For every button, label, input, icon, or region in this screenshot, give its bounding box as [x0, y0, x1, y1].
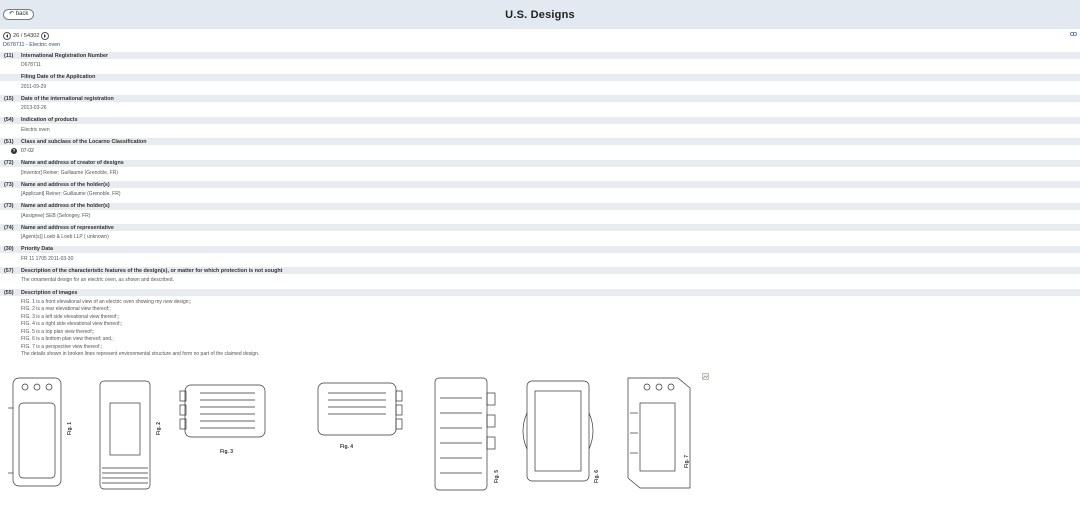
fig-4-label: Fig. 4: [340, 444, 353, 450]
image-description-line: FIG. 5 is a top plan view thereof;;: [21, 328, 95, 335]
field-code: (54): [4, 117, 14, 123]
field-label-bar: [0, 138, 1080, 145]
field-value: The ornamental design for an electric ov…: [21, 277, 174, 283]
page-title: U.S. Designs: [505, 9, 575, 21]
fig-6-drawing: [522, 380, 594, 482]
fig-3-drawing: [179, 384, 266, 438]
image-description-line: FIG. 1 is a front elevational view of an…: [21, 298, 192, 305]
field-label-bar: [0, 116, 1080, 124]
field-label: Name and address of the holder(s): [21, 203, 110, 209]
field-label-bar: [0, 289, 1080, 296]
link-icon[interactable]: [1070, 32, 1077, 36]
image-description-line: FIG. 3 is a left side elevational view t…: [21, 313, 120, 320]
field-label-bar: [0, 224, 1080, 231]
image-description-line: The details shown in broken lines repres…: [21, 351, 260, 357]
field-label: Filing Date of the Application: [21, 74, 96, 80]
field-row: (15) Date of the international registrat…: [0, 95, 1080, 117]
chevron-left-icon: [6, 33, 8, 38]
field-code: (73): [4, 181, 14, 188]
fig-1-label: Fig. 1: [67, 422, 73, 435]
field-label: Description of images: [21, 289, 78, 296]
field-code: (73): [4, 203, 14, 209]
prev-record-button[interactable]: [3, 31, 11, 40]
fig-7-drawing: [627, 377, 691, 489]
field-code: (15): [4, 95, 14, 102]
fig-5-label: Fig. 5: [494, 470, 500, 483]
field-row: (73) Name and address of the holder(s) […: [0, 181, 1080, 203]
field-value: 2011-09-29: [21, 83, 47, 90]
field-value: D678711: [21, 62, 41, 68]
field-label: Indication of products: [21, 117, 78, 123]
field-value: Electric oven: [21, 126, 50, 133]
image-description-line: FIG. 6 is a bottom plan view thereof; an…: [21, 336, 114, 342]
image-description-line: FIG. 2 is a rear elevational view thereo…: [21, 306, 111, 312]
back-button-label: back: [15, 11, 29, 17]
fig-6-label: Fig. 6: [594, 470, 600, 483]
field-label-bar: [0, 73, 1080, 81]
fields-list: (11) International Registration Number D…: [0, 52, 1080, 289]
field-value: 2013-03-26: [21, 105, 47, 111]
field-row: (11) International Registration Number D…: [0, 52, 1080, 74]
field-row: (57) Description of the characteristic f…: [0, 267, 1080, 289]
field-value: [Agent(s)] Loeb & Loeb LLP ( unknown): [21, 234, 109, 240]
fig-7-label: Fig. 7: [684, 455, 690, 468]
field-row: (30) Priority Data FR 11 1705 2011-03-30: [0, 245, 1080, 268]
field-code: (51): [4, 138, 14, 145]
field-label-bar: [0, 245, 1080, 253]
field-value: 07-02: [21, 148, 34, 154]
field-code: (11): [4, 52, 14, 59]
fig-5-drawing: [434, 377, 496, 491]
field-code: (72): [4, 160, 14, 166]
field-code: (55): [4, 289, 14, 296]
back-arrow-icon: ↶: [9, 11, 15, 17]
fig-1-drawing: [8, 377, 62, 487]
field-label-bar: [0, 202, 1080, 210]
field-label: Name and address of representative: [21, 224, 114, 231]
design-drawings: Fig. 1 Fig. 2 Fig. 3 Fig. 4 Fig. 5 Fig. …: [8, 377, 691, 491]
field-row: Filing Date of the Application 2011-09-2…: [0, 73, 1080, 96]
field-label: Priority Data: [21, 246, 54, 252]
record-position: 26 / 54302: [13, 32, 40, 39]
fig-4-drawing: [317, 382, 403, 436]
field-value: [Assignee] SEB (Selongey, FR): [21, 212, 91, 219]
field-row: (74) Name and address of representative …: [0, 224, 1080, 246]
record-navigation: 26 / 54302: [3, 31, 50, 40]
field-row: (72) Name and address of creator of desi…: [0, 159, 1080, 182]
page-header: ↶ back U.S. Designs: [0, 0, 1080, 29]
field-label: Description of the characteristic featur…: [21, 267, 283, 274]
field-label-bar: [0, 181, 1080, 188]
record-subtitle[interactable]: D678711 - Electric oven: [3, 42, 61, 48]
field-row: (51) Class and subclass of the Locarno C…: [0, 138, 1080, 160]
field-value: [Applicant] Reiner; Guillaume (Grenoble,…: [21, 191, 121, 197]
field-code: (57): [4, 267, 14, 274]
back-button[interactable]: ↶ back: [3, 9, 35, 20]
info-icon[interactable]: ?: [11, 147, 17, 154]
field-label-bar: [0, 95, 1080, 102]
fig-2-drawing: [99, 380, 151, 490]
field-label: Name and address of creator of designs: [21, 160, 124, 166]
field-row: (54) Indication of products Electric ove…: [0, 116, 1080, 139]
field-label: Date of the international registration: [21, 95, 114, 102]
field-code: (30): [4, 246, 14, 252]
field-label-bar: [0, 267, 1080, 274]
broken-image-icon: [702, 373, 709, 380]
field-label-bar: [0, 52, 1080, 59]
field-label-bar: [0, 159, 1080, 167]
next-record-button[interactable]: [41, 31, 50, 40]
field-value: FR 11 1705 2011-03-30: [21, 255, 74, 262]
field-label: International Registration Number: [21, 52, 109, 59]
field-row: (73) Name and address of the holder(s) […: [0, 202, 1080, 225]
field-label: Name and address of the holder(s): [21, 181, 110, 188]
fig-3-label: Fig. 3: [220, 449, 233, 455]
fig-2-label: Fig. 2: [156, 422, 162, 435]
field-code: (74): [4, 224, 14, 231]
image-description-line: FIG. 4 is a right side elevational view …: [21, 321, 123, 327]
image-description-line: FIG. 7 is a perspective view thereof.;: [21, 343, 103, 350]
chevron-right-icon: [44, 33, 47, 38]
field-label: Class and subclass of the Locarno Classi…: [21, 138, 147, 145]
field-value: [Inventor] Reiner; Guillaume (Grenoble, …: [21, 169, 118, 176]
